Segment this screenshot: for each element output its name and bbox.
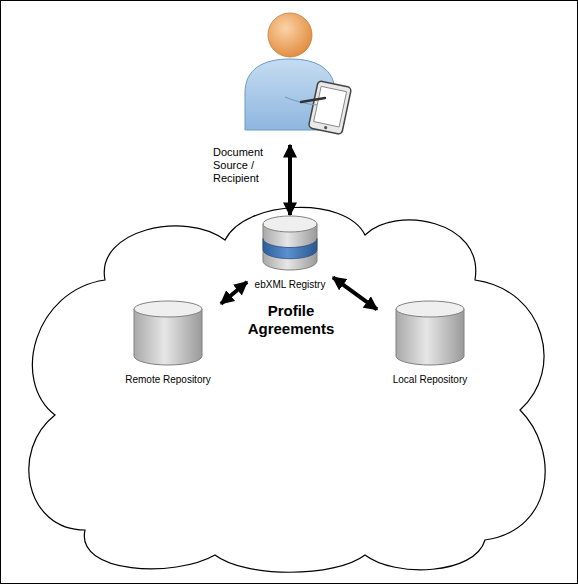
double-arrow [221,282,247,304]
region-label: Profile Agreements [243,302,339,338]
cloud-region: Profile Agreements ebXML RegistryRemote R… [15,200,560,578]
cylinder-icon [377,300,483,366]
repository-database: Remote Repository [115,300,221,396]
repository-database: Local Repository [377,300,483,396]
user-figure: Document Source / Recipient [205,5,355,145]
database-label: Local Repository [377,374,483,386]
double-arrow [333,277,377,309]
cylinder-icon [247,215,333,271]
double-arrow [288,145,292,215]
role-label: Document Source / Recipient [213,146,277,185]
database-label: ebXML Registry [247,279,333,291]
cylinder-icon [115,300,221,366]
database-label: Remote Repository [115,374,221,386]
registry-database: ebXML Registry [247,215,333,297]
person-icon [205,5,355,145]
